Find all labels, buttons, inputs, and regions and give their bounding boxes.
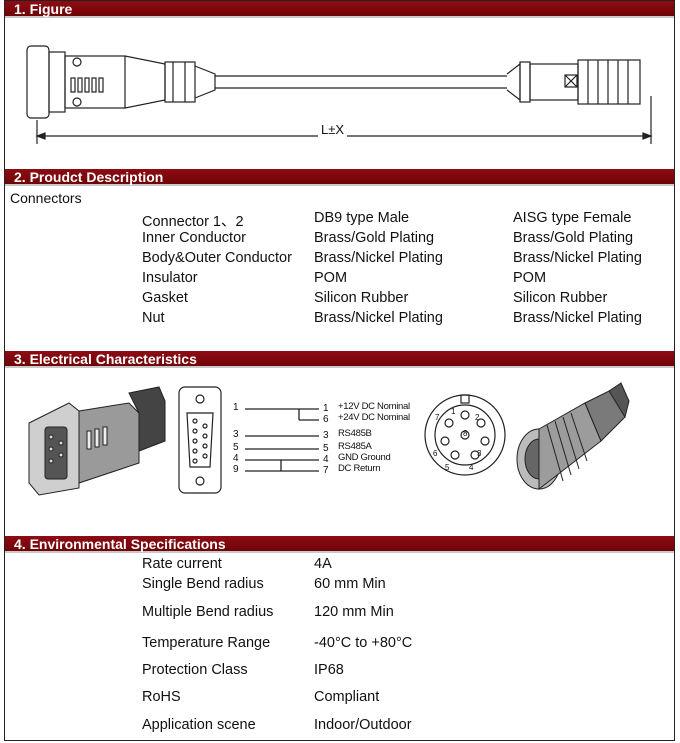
env-label: Multiple Bend radius [142, 604, 274, 620]
product-label: Connector 1、2 [142, 214, 244, 230]
connectors-subtitle: Connectors [10, 190, 82, 206]
env-label: Rate current [142, 556, 222, 572]
env-label: Protection Class [142, 662, 248, 678]
section-header-product: 2. Proudct Description [5, 169, 674, 186]
aisg-pin-label: 6 [433, 449, 438, 458]
signal-description: DC Return [338, 463, 381, 474]
signal-description: GND Ground [338, 452, 391, 463]
db9-pin-number: 5 [233, 442, 239, 453]
product-label: Inner Conductor [142, 230, 246, 246]
aisg-pin-number: 3 [323, 430, 329, 441]
db9-pin-number: 4 [233, 453, 239, 464]
product-label: Body&Outer Conductor [142, 250, 292, 266]
product-label: Insulator [142, 270, 198, 286]
signal-description: RS485B [338, 428, 372, 439]
section-header-figure: 1. Figure [5, 1, 674, 18]
datasheet: 1. Figure [4, 0, 675, 741]
aisg-pinout-diagram [424, 394, 506, 476]
env-value: -40°C to +80°C [314, 635, 413, 651]
env-label: Single Bend radius [142, 576, 264, 592]
signal-description: +24V DC Nominal [338, 412, 410, 423]
env-value: Indoor/Outdoor [314, 717, 412, 733]
db9-pin-number: 3 [233, 429, 239, 440]
product-db9-value: Brass/Nickel Plating [314, 310, 443, 326]
aisg-pin-label: 2 [475, 413, 480, 422]
signal-description: RS485A [338, 441, 372, 452]
signal-description: +12V DC Nominal [338, 401, 410, 412]
aisg-pin-label: 7 [435, 413, 440, 422]
env-value: IP68 [314, 662, 344, 678]
product-db9-value: Silicon Rubber [314, 290, 409, 306]
aisg-pin-number: 5 [323, 443, 329, 454]
db9-pinout-diagram [178, 386, 222, 494]
env-value: 60 mm Min [314, 576, 386, 592]
env-value: 120 mm Min [314, 604, 394, 620]
db9-connector-image [28, 386, 166, 496]
aisg-pin-label: 8 [463, 429, 468, 438]
dimension-label: L±X [318, 122, 348, 137]
env-label: Application scene [142, 717, 256, 733]
aisg-pin-number: 1 [323, 403, 329, 414]
product-aisg-value: Brass/Nickel Plating [513, 250, 642, 266]
product-aisg-value: POM [513, 270, 547, 286]
section-header-electrical: 3. Electrical Characteristics [5, 351, 674, 368]
aisg-pin-number: 6 [323, 414, 329, 425]
db9-pin-number: 1 [233, 402, 239, 413]
env-value: Compliant [314, 689, 380, 705]
env-label: RoHS [142, 689, 181, 705]
aisg-pin-label: 1 [451, 407, 456, 416]
env-label: Temperature Range [142, 635, 271, 651]
env-value: 4A [314, 556, 332, 572]
product-db9-value: POM [314, 270, 348, 286]
aisg-pin-label: 3 [477, 449, 482, 458]
product-aisg-value: AISG type Female [513, 210, 632, 226]
aisg-connector-image [516, 382, 630, 491]
aisg-pin-number: 4 [323, 454, 329, 465]
product-db9-value: DB9 type Male [314, 210, 410, 226]
product-label: Gasket [142, 290, 188, 306]
product-aisg-value: Silicon Rubber [513, 290, 608, 306]
section-header-environmental: 4. Environmental Specifications [5, 536, 674, 553]
wiring-lines [245, 408, 319, 472]
product-aisg-value: Brass/Nickel Plating [513, 310, 642, 326]
db9-pin-number: 9 [233, 464, 239, 475]
product-db9-value: Brass/Gold Plating [314, 230, 435, 246]
aisg-pin-number: 7 [323, 465, 329, 476]
aisg-pin-label: 5 [445, 463, 450, 472]
aisg-pin-label: 4 [469, 463, 474, 472]
product-db9-value: Brass/Nickel Plating [314, 250, 443, 266]
product-label: Nut [142, 310, 165, 326]
product-aisg-value: Brass/Gold Plating [513, 230, 634, 246]
